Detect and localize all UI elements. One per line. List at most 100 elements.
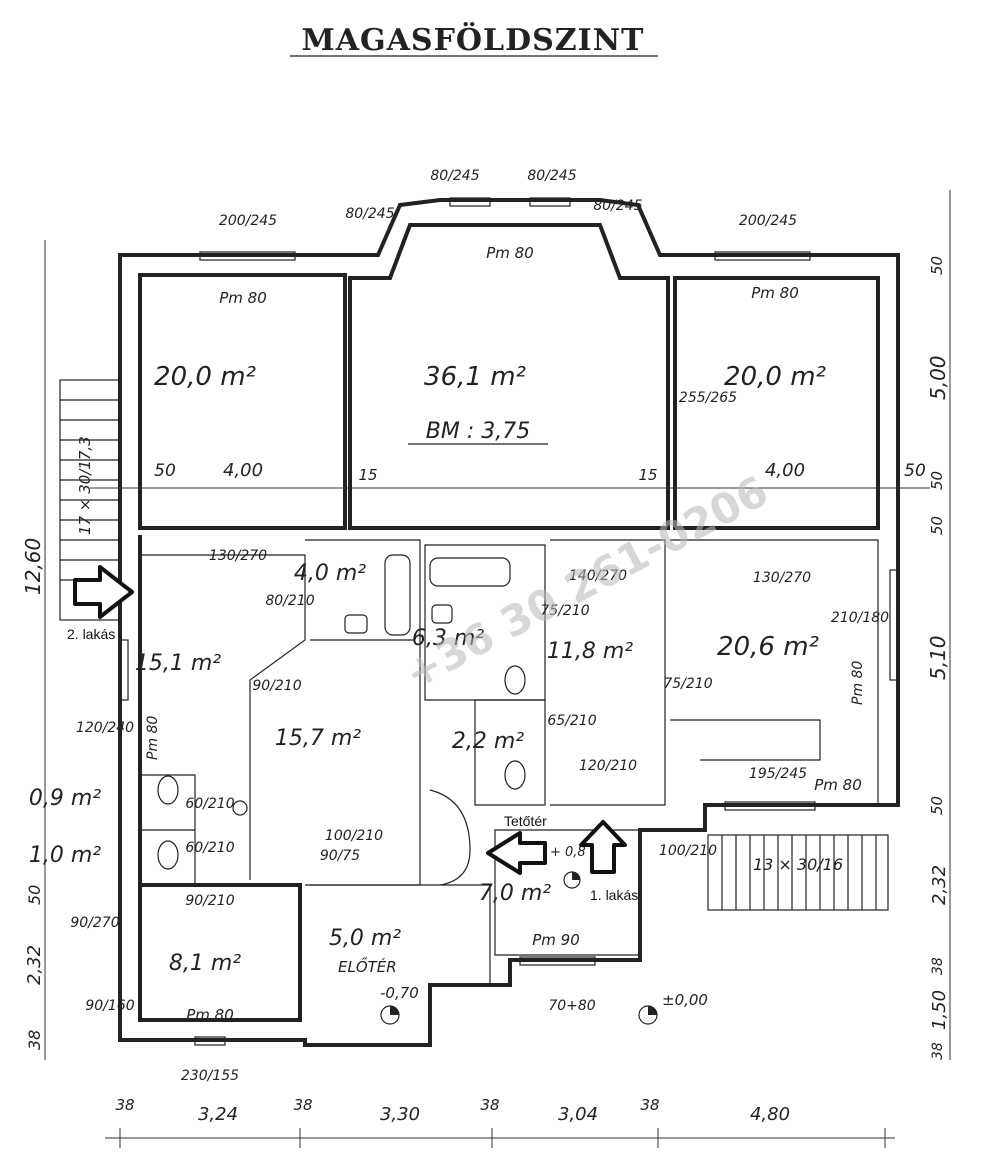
- opening-dim-21: 100/210: [659, 843, 717, 859]
- room-area-r13: 7,0 m²: [479, 881, 551, 906]
- opening-dim-15: 120/240: [76, 720, 134, 736]
- opening-dim-22: 90/210: [185, 893, 234, 909]
- spiral-stair: [429, 789, 471, 886]
- pm-label-5: Pm 80: [814, 776, 862, 794]
- opening-dim-16: 65/210: [547, 713, 596, 729]
- opening-dim-10: 75/210: [540, 603, 589, 619]
- dim-right-2: 50: [928, 471, 946, 490]
- opening-dim-17: 120/210: [579, 758, 637, 774]
- dim-bottom-2: 38: [293, 1096, 312, 1114]
- opening-dim-11: 130/270: [753, 570, 811, 586]
- opening-dimension-labels: 200/245 80/245 80/245 80/245 80/245 200/245 25…: [70, 168, 889, 1084]
- dim-bottom-4: 38: [480, 1096, 499, 1114]
- room-area-r5: 6,3 m²: [412, 626, 484, 651]
- dim-bottom-6: 38: [640, 1096, 659, 1114]
- pm-label-2: Pm 80: [751, 284, 799, 302]
- dim-bottom-7: 4,80: [750, 1104, 790, 1125]
- plan-title: MAGASFÖLDSZINT: [302, 21, 645, 58]
- outer-walls: [118, 198, 900, 1047]
- opening-dim-23: 90/270: [70, 915, 119, 931]
- opening-dim-28: 90/160: [85, 998, 134, 1014]
- dim-total-height: 12,60: [21, 538, 45, 595]
- opening-dim-1: 80/245: [345, 206, 394, 222]
- stair-right: [707, 834, 889, 911]
- pm-label-1: Pm 80: [486, 244, 534, 262]
- arrow-right-icon: [73, 565, 134, 619]
- attic-label: Tetőtér: [504, 813, 547, 829]
- opening-dim-24: 90/75: [320, 848, 360, 864]
- room-area-r3: 20,0 m²: [724, 362, 826, 392]
- dim-inner-1: 4,00: [223, 460, 263, 481]
- dim-inner-2: 15: [358, 466, 377, 484]
- room-area-r7: 20,6 m²: [717, 632, 819, 662]
- dim-left-c: 38: [25, 1030, 44, 1050]
- dim-bottom-3: 3,30: [380, 1104, 420, 1125]
- dim-left-b: 50: [25, 885, 44, 905]
- opening-dim-27: 230/155: [181, 1068, 239, 1084]
- dim-right-6: 2,32: [929, 865, 950, 905]
- room-area-r15: 8,1 m²: [169, 951, 241, 976]
- dim-inner-0: 50: [154, 461, 176, 481]
- opening-dim-5: 200/245: [739, 213, 797, 229]
- dim-left-a: 2,32: [24, 945, 45, 985]
- opening-dim-25: 100/210: [325, 828, 383, 844]
- dim-right-4: 5,10: [926, 635, 950, 680]
- room-area-r10: 2,2 m²: [452, 729, 524, 754]
- sink-icon: [232, 604, 453, 816]
- toilet-icon: [157, 665, 526, 870]
- dim-right-0: 50: [928, 256, 946, 275]
- arrow-up-icon: [579, 820, 627, 874]
- room-area-r9: 15,7 m²: [275, 726, 361, 751]
- dim-inner-3: 15: [638, 466, 657, 484]
- dim-right-8: 38: [930, 957, 946, 975]
- opening-dim-7: 130/270: [209, 548, 267, 564]
- arrow-left-icon: [486, 831, 547, 875]
- opening-dim-13: 75/210: [663, 676, 712, 692]
- dim-bottom-5: 3,04: [558, 1104, 598, 1125]
- dim-inner-4: 4,00: [765, 460, 805, 481]
- opening-dim-3: 80/245: [527, 168, 576, 184]
- room-area-r11: 0,9 m²: [29, 786, 101, 811]
- level-minus-label: -0,70: [380, 984, 419, 1002]
- level-mark-icon: [380, 871, 658, 1025]
- dim-right-5: 50: [928, 796, 946, 815]
- ceiling-height-label: BM : 3,75: [426, 419, 530, 444]
- dim-inner-5: 50: [904, 461, 926, 481]
- dim-bottom-1: 3,24: [198, 1104, 238, 1125]
- apt2-label: 2. lakás: [67, 626, 115, 642]
- pm-label-3: Pm 80: [850, 661, 866, 705]
- room-area-r8: 15,1 m²: [135, 651, 221, 676]
- dim-bottom-0: 38: [115, 1096, 134, 1114]
- opening-dim-18: 195/245: [749, 766, 807, 782]
- room-area-r4: 4,0 m²: [294, 561, 366, 586]
- opening-dim-26: 70+80: [548, 998, 595, 1014]
- opening-dim-0: 200/245: [219, 213, 277, 229]
- dim-right-1: 5,00: [926, 355, 950, 400]
- dim-right-3: 50: [928, 516, 946, 535]
- opening-dim-12: 210/180: [831, 610, 889, 626]
- opening-dim-14: 90/210: [252, 678, 301, 694]
- pm-label-4: Pm 80: [145, 716, 161, 760]
- stair-left-label: 17 × 30/17,3: [76, 436, 94, 535]
- interior-walls: [138, 535, 879, 1022]
- dim-right-7: 1,50: [929, 990, 950, 1030]
- room-area-r6: 11,8 m²: [547, 639, 633, 664]
- stair-right-label: 13 × 30/16: [753, 855, 843, 874]
- bathtub-icon: [384, 554, 511, 636]
- opening-dim-6: 255/265: [679, 390, 737, 406]
- opening-dim-2: 80/245: [430, 168, 479, 184]
- eloter-label: ELŐTÉR: [338, 956, 397, 976]
- dimension-lines: [44, 190, 951, 1148]
- apt1-label: 1. lakás: [590, 887, 638, 903]
- opening-dim-8: 80/210: [265, 593, 314, 609]
- opening-dim-4: 80/245: [593, 198, 642, 214]
- dim-right-9: 38: [930, 1042, 946, 1060]
- room-area-r14: 5,0 m²: [329, 926, 401, 951]
- pm-label-6: Pm 90: [532, 931, 580, 949]
- opening-dim-9: 140/270: [569, 568, 627, 584]
- opening-dim-20: 60/210: [185, 840, 234, 856]
- room-area-r2: 36,1 m²: [424, 362, 526, 392]
- opening-dim-19: 60/210: [185, 796, 234, 812]
